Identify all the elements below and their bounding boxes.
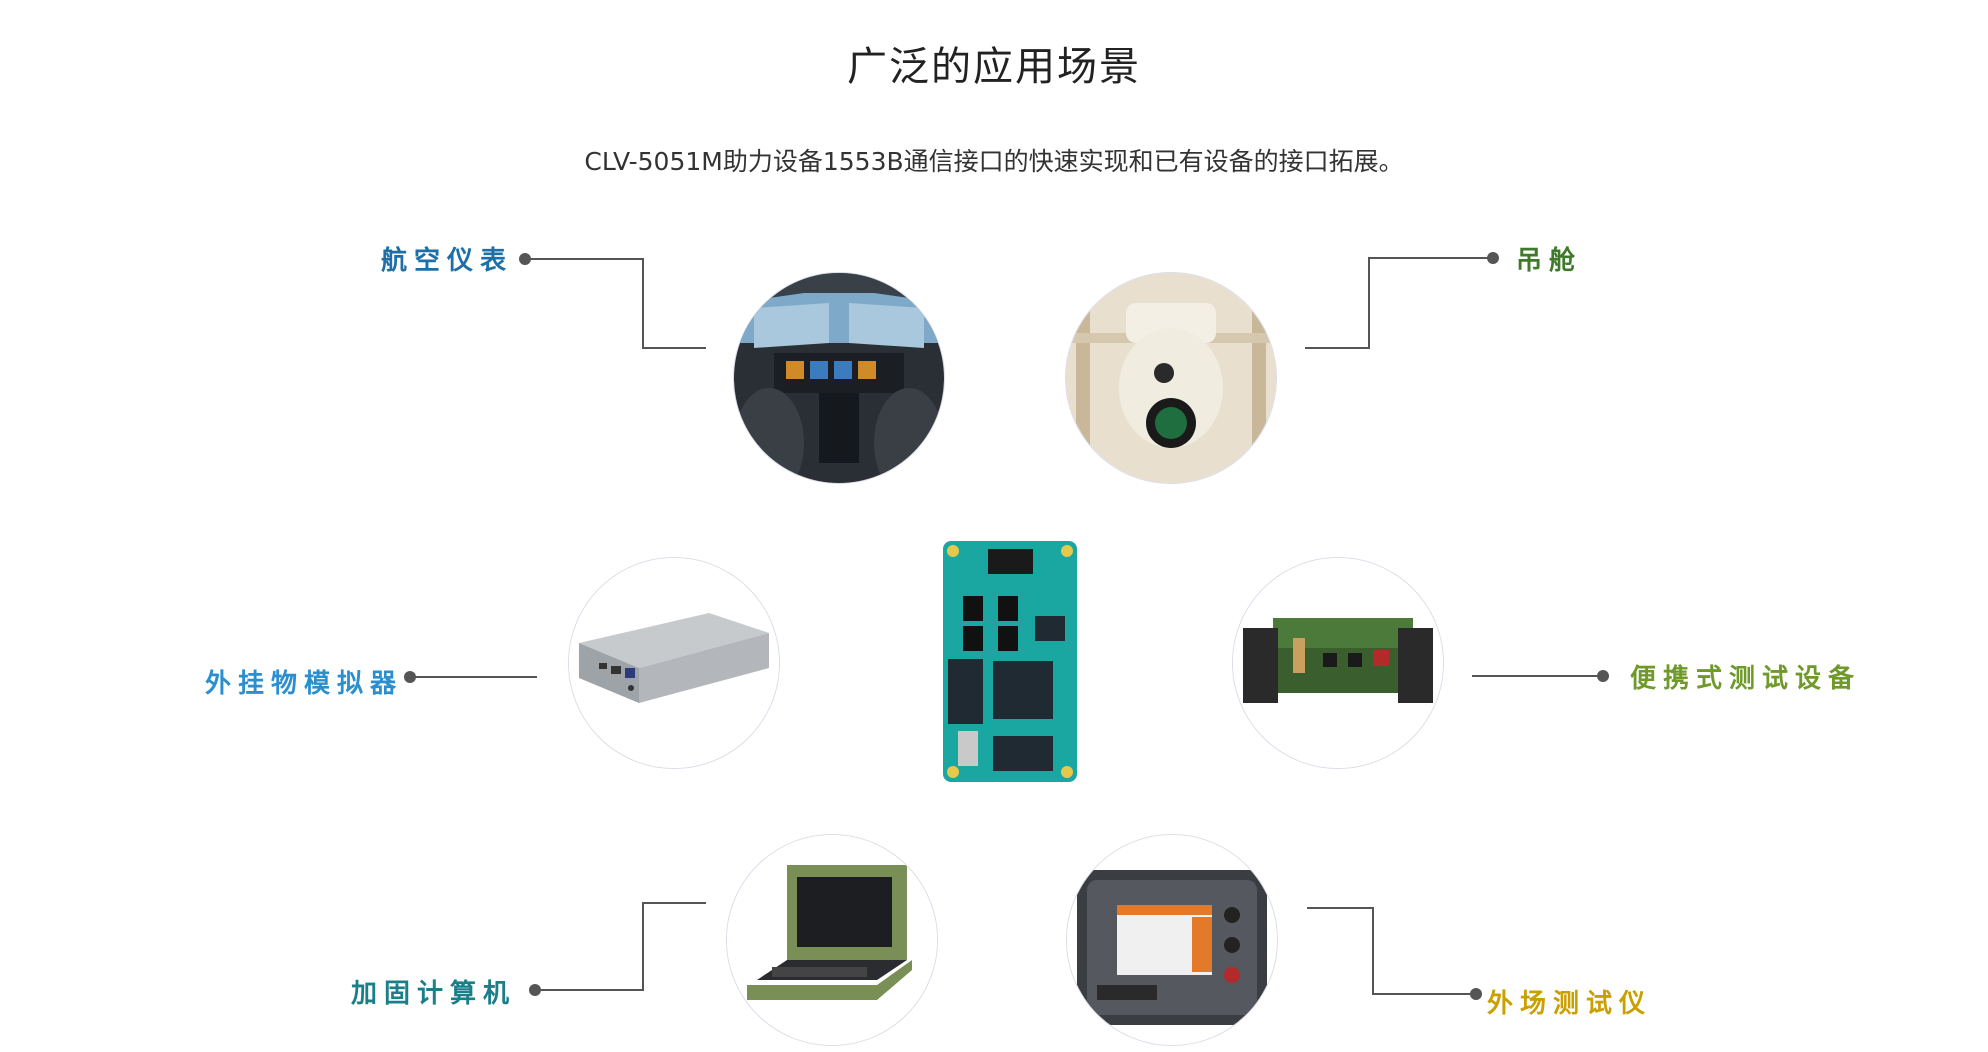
- page-subtitle: CLV-5051M助力设备1553B通信接口的快速实现和已有设备的接口拓展。: [584, 147, 1404, 176]
- field-tester-image: [1066, 834, 1278, 1046]
- cockpit-image: [733, 272, 945, 484]
- gimbal-pod-image: [1065, 272, 1277, 484]
- label-avionics: 航空仪表: [381, 246, 514, 276]
- label-field-tester: 外场测试仪: [1487, 989, 1653, 1019]
- page-title: 广泛的应用场景: [847, 44, 1141, 90]
- label-store-simulator: 外挂物模拟器: [205, 669, 404, 699]
- clv-5051m-module-image: [943, 541, 1077, 782]
- label-rugged-computer: 加固计算机: [351, 979, 517, 1009]
- label-portable-test-equipment: 便携式测试设备: [1630, 664, 1862, 694]
- label-pod: 吊舱: [1516, 246, 1583, 276]
- rugged-laptop-image: [726, 834, 938, 1046]
- mini-pc-image: [568, 557, 780, 769]
- test-board-image: [1232, 557, 1444, 769]
